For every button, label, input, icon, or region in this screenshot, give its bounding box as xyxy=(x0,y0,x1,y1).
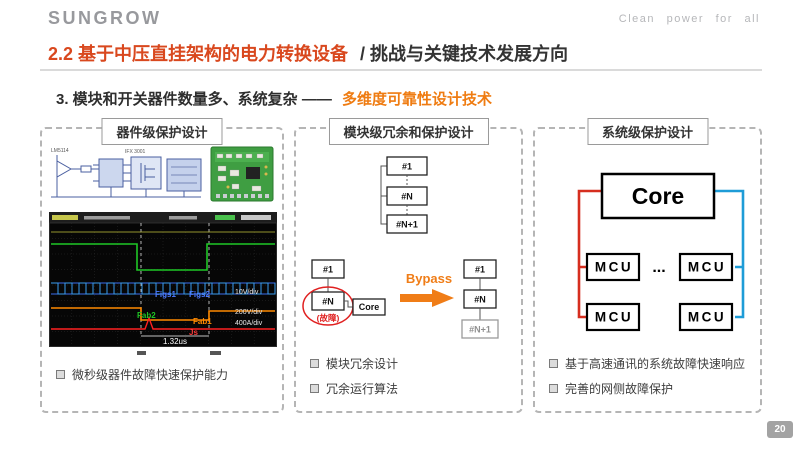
gate-driver-schematic: LM5114 IFX 3001 xyxy=(49,145,205,209)
power-stage-block xyxy=(130,156,162,190)
bullet-item: 模块冗余设计 xyxy=(310,357,515,372)
square-bullet-icon xyxy=(310,359,319,368)
square-bullet-icon xyxy=(549,359,558,368)
panel1-title: 器件级保护设计 xyxy=(101,118,223,145)
pcb-components xyxy=(216,153,264,192)
system-protection-diagram: Core MCU ... MCU MCU MCU xyxy=(577,172,745,332)
mosfet-symbol xyxy=(140,163,155,183)
core-connector xyxy=(344,300,353,308)
slide-subtitle: 3. 模块和开关器件数量多、系统复杂 —— 多维度可靠性设计技术 xyxy=(56,88,492,109)
trace-orange xyxy=(51,307,275,321)
module-label: #1 xyxy=(402,162,412,172)
panel2-title: 模块级冗余和保护设计 xyxy=(328,118,489,145)
bullet-text: 基于高速通讯的系统故障快速响应 xyxy=(565,357,746,371)
panel3-title: 系统级保护设计 xyxy=(586,118,709,145)
panel-system-protection: 系统级保护设计 Core MCU ... MCU MCU MCU 基于高速通讯的… xyxy=(533,118,762,413)
mcu-box xyxy=(585,302,641,332)
module-label: #N xyxy=(474,295,486,305)
core-box xyxy=(352,298,386,316)
red-comm-bus xyxy=(577,189,602,319)
module-bus-wire xyxy=(380,165,387,225)
core-label: Core xyxy=(359,302,380,312)
module-redundancy-diagram: #1 #N #N+1 #1 #N (故障) Core Bypass xyxy=(302,156,499,339)
oscilloscope-screenshot: Figs1 Figs2 Fab2 Fab1 Js 10V/div 200V/di… xyxy=(49,212,277,347)
scope-cursors xyxy=(140,223,210,336)
section-title: 2.2 基于中压直挂架构的电力转换设备 / 挑战与关键技术发展方向 xyxy=(48,40,568,66)
scope-scale-label: 400A/div xyxy=(235,320,263,327)
pcb-vias xyxy=(226,165,268,189)
mcu-label: MCU xyxy=(688,310,726,325)
scope-trace-label: Fab2 xyxy=(137,311,156,320)
bullet-item: 完善的网侧故障保护 xyxy=(549,382,754,397)
trace-blue-2 xyxy=(51,282,276,295)
fault-label: (故障) xyxy=(317,313,340,323)
filter-detail-lines xyxy=(171,166,197,184)
core-label: Core xyxy=(632,183,684,209)
pcb-photo xyxy=(210,146,274,202)
mcu-box xyxy=(678,252,734,282)
bullet-text: 完善的网侧故障保护 xyxy=(565,382,674,396)
mcu-box xyxy=(678,302,734,332)
slide-header: SUNGROW Clean power for all xyxy=(48,8,760,29)
module-label: #N xyxy=(401,192,413,202)
mcu-label: MCU xyxy=(595,310,633,325)
blue-comm-bus xyxy=(714,189,745,319)
scope-header-text-blur xyxy=(49,212,277,223)
pcb-edge-pads xyxy=(216,194,269,198)
panel2-bullets: 模块冗余设计 冗余运行算法 xyxy=(310,357,515,397)
module-label: #N xyxy=(322,297,334,307)
scope-scale-label: 10V/div xyxy=(235,289,259,296)
bypass-label: Bypass xyxy=(406,271,452,286)
schematic-chip-label: LM5114 xyxy=(51,148,69,154)
scope-scale-label: 200V/div xyxy=(235,309,263,316)
schematic-chip-label: IFX 3001 xyxy=(125,149,146,155)
trace-red xyxy=(51,315,275,330)
square-bullet-icon xyxy=(549,384,558,393)
bullet-item: 微秒级器件故障快速保护能力 xyxy=(56,368,276,383)
section-title-rest: / 挑战与关键技术发展方向 xyxy=(360,44,569,64)
bullet-text: 微秒级器件故障快速保护能力 xyxy=(72,368,229,382)
sungrow-logo: SUNGROW xyxy=(48,8,162,28)
scope-trace-label: Fab1 xyxy=(193,317,212,326)
scope-trace-label: Figs1 xyxy=(155,290,176,299)
pcb-ic-chip xyxy=(246,167,260,179)
module-label: #1 xyxy=(475,265,485,275)
bullet-item: 冗余运行算法 xyxy=(310,382,515,397)
subtitle-accent: 多维度可靠性设计技术 xyxy=(342,91,493,108)
title-divider-line xyxy=(40,69,762,71)
ic-pins xyxy=(93,164,131,182)
mcu-label: MCU xyxy=(595,260,633,275)
scope-trace-label: Js xyxy=(189,328,198,337)
subtitle-prefix: 3. 模块和开关器件数量多、系统复杂 —— xyxy=(56,91,332,108)
trace-green xyxy=(51,243,275,271)
square-bullet-icon xyxy=(310,384,319,393)
module-label: #1 xyxy=(323,265,333,275)
bullet-text: 模块冗余设计 xyxy=(326,357,399,371)
section-title-highlight: 2.2 基于中压直挂架构的电力转换设备 xyxy=(48,44,349,64)
module-label: #N+1 xyxy=(396,220,418,230)
ellipsis-label: ... xyxy=(652,259,665,276)
square-bullet-icon xyxy=(56,370,65,379)
scope-cursor-time: 1.32us xyxy=(163,337,187,346)
panel-module-redundancy: 模块级冗余和保护设计 #1 #N #N+1 #1 #N (故障) Core xyxy=(294,118,523,413)
mcu-box xyxy=(585,252,641,282)
module-box-standby xyxy=(461,319,499,339)
module-box xyxy=(386,214,428,234)
schematic-wires xyxy=(51,155,201,198)
panel1-bullets: 微秒级器件故障快速保护能力 xyxy=(56,368,276,383)
bullet-item: 基于高速通讯的系统故障快速响应 xyxy=(549,357,754,372)
driver-ic-block xyxy=(98,158,124,188)
core-box xyxy=(600,172,716,220)
panel-device-protection: 器件级保护设计 LM5114 IFX 3001 xyxy=(40,118,284,413)
bypass-arrow-icon xyxy=(400,289,454,307)
scope-caption-marks xyxy=(42,351,282,357)
panel3-bullets: 基于高速通讯的系统故障快速响应 完善的网侧故障保护 xyxy=(549,357,754,397)
page-number-badge: 20 xyxy=(767,421,793,438)
mcu-label: MCU xyxy=(688,260,726,275)
module-label: #N+1 xyxy=(469,325,491,335)
brand-tagline: Clean power for all xyxy=(618,13,760,25)
scope-trace-label: Figs2 xyxy=(189,290,210,299)
bullet-text: 冗余运行算法 xyxy=(326,382,399,396)
